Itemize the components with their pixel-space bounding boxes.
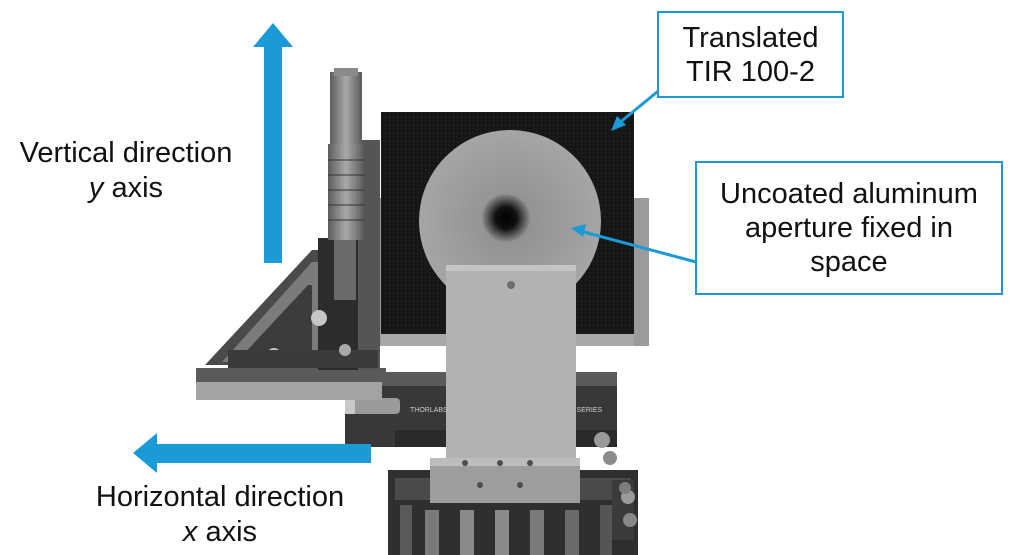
- horizontal-arrow: [133, 433, 371, 473]
- callout-translated-tir: Translated TIR 100-2: [657, 11, 844, 98]
- stage-marking-right: NY SERIES: [565, 407, 603, 414]
- callout-leader-aperture: [571, 224, 697, 264]
- x-axis-word: axis: [205, 516, 258, 548]
- vertical-direction-text: Vertical direction: [19, 137, 233, 169]
- y-axis-text: y axis: [6, 171, 246, 206]
- x-axis-letter: x: [182, 516, 198, 548]
- vertical-arrow: [253, 23, 293, 263]
- callout-translated-line1: Translated: [682, 21, 819, 54]
- callout-aperture-line2: aperture fixed in: [745, 212, 953, 244]
- horizontal-direction-label: Horizontal direction x axis: [80, 480, 360, 550]
- stage-marking-left: THORLABS: [410, 407, 448, 414]
- left-base-plate: [196, 380, 382, 400]
- aperture-hole: [482, 194, 530, 242]
- callout-aperture: Uncoated aluminum aperture fixed in spac…: [695, 161, 1003, 295]
- callout-leader-translated: [611, 86, 663, 131]
- y-axis-word: axis: [111, 172, 164, 204]
- aperture-support-bracket: [430, 265, 580, 503]
- x-axis-text: x axis: [80, 515, 360, 550]
- callout-aperture-line1: Uncoated aluminum: [720, 178, 978, 210]
- y-axis-letter: y: [88, 172, 104, 204]
- horizontal-direction-text: Horizontal direction: [95, 481, 345, 513]
- callout-translated-line2: TIR 100-2: [686, 55, 815, 88]
- callout-aperture-line3: space: [810, 246, 888, 278]
- micrometer: [328, 68, 364, 300]
- vertical-direction-label: Vertical direction y axis: [6, 136, 246, 206]
